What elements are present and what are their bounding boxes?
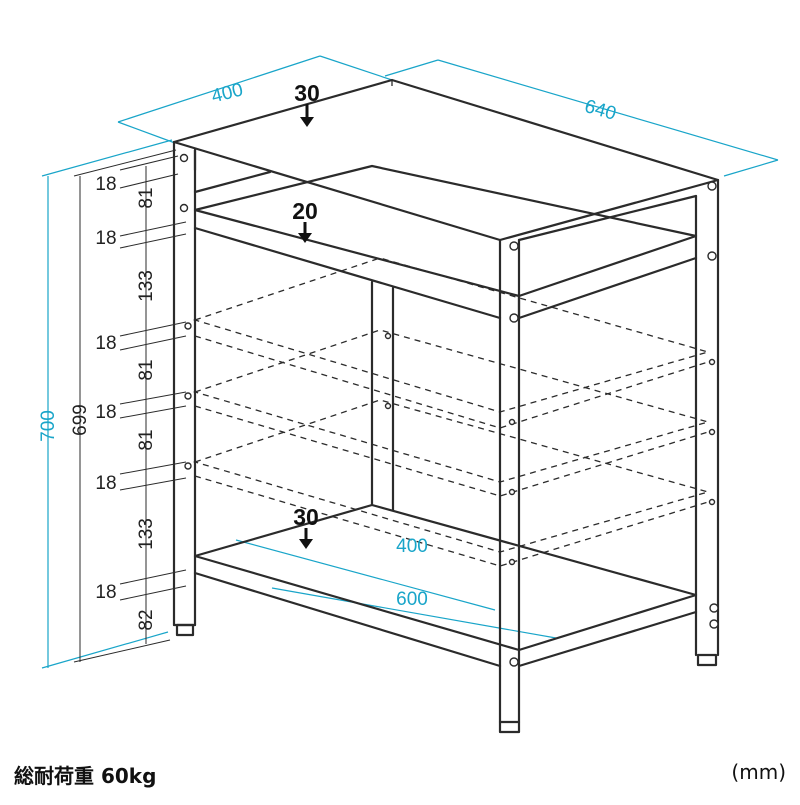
segment-label: 18 — [95, 174, 116, 195]
segment-label: 81 — [136, 429, 157, 450]
arrow-down-icon — [299, 528, 313, 549]
width-top-label: 640 — [582, 96, 618, 125]
segment-label: 133 — [136, 518, 157, 550]
load-arrows — [298, 104, 314, 549]
segment-label: 81 — [136, 359, 157, 380]
adjustable-shelves — [192, 257, 711, 567]
segment-label: 18 — [95, 228, 116, 249]
arrow-down-icon — [298, 222, 312, 243]
load-capacity-caption: 総耐荷重 60kg — [14, 764, 157, 788]
labels: 400 640 700 699 400 600 18 81 18 133 18 … — [38, 79, 618, 630]
load-top-label: 30 — [294, 80, 320, 106]
height-total-label: 700 — [38, 410, 59, 442]
load-bottom-label: 30 — [293, 504, 319, 530]
segment-label: 18 — [95, 333, 116, 354]
height-frame-label: 699 — [70, 404, 91, 436]
arrow-down-icon — [300, 104, 314, 127]
unit-caption: (mm) — [731, 760, 786, 784]
dimension-lines — [41, 55, 779, 669]
segment-label: 18 — [95, 402, 116, 423]
segment-label: 18 — [95, 582, 116, 603]
width-bottom-label: 600 — [396, 589, 428, 610]
segment-label: 81 — [136, 187, 157, 208]
depth-top-label: 400 — [209, 79, 245, 107]
segment-label: 133 — [136, 270, 157, 302]
depth-bottom-label: 400 — [396, 536, 428, 557]
segment-label: 82 — [136, 609, 157, 630]
shelf-frame — [172, 78, 720, 734]
bolts — [179, 153, 719, 667]
load-middle-label: 20 — [292, 198, 318, 224]
segment-label: 18 — [95, 473, 116, 494]
